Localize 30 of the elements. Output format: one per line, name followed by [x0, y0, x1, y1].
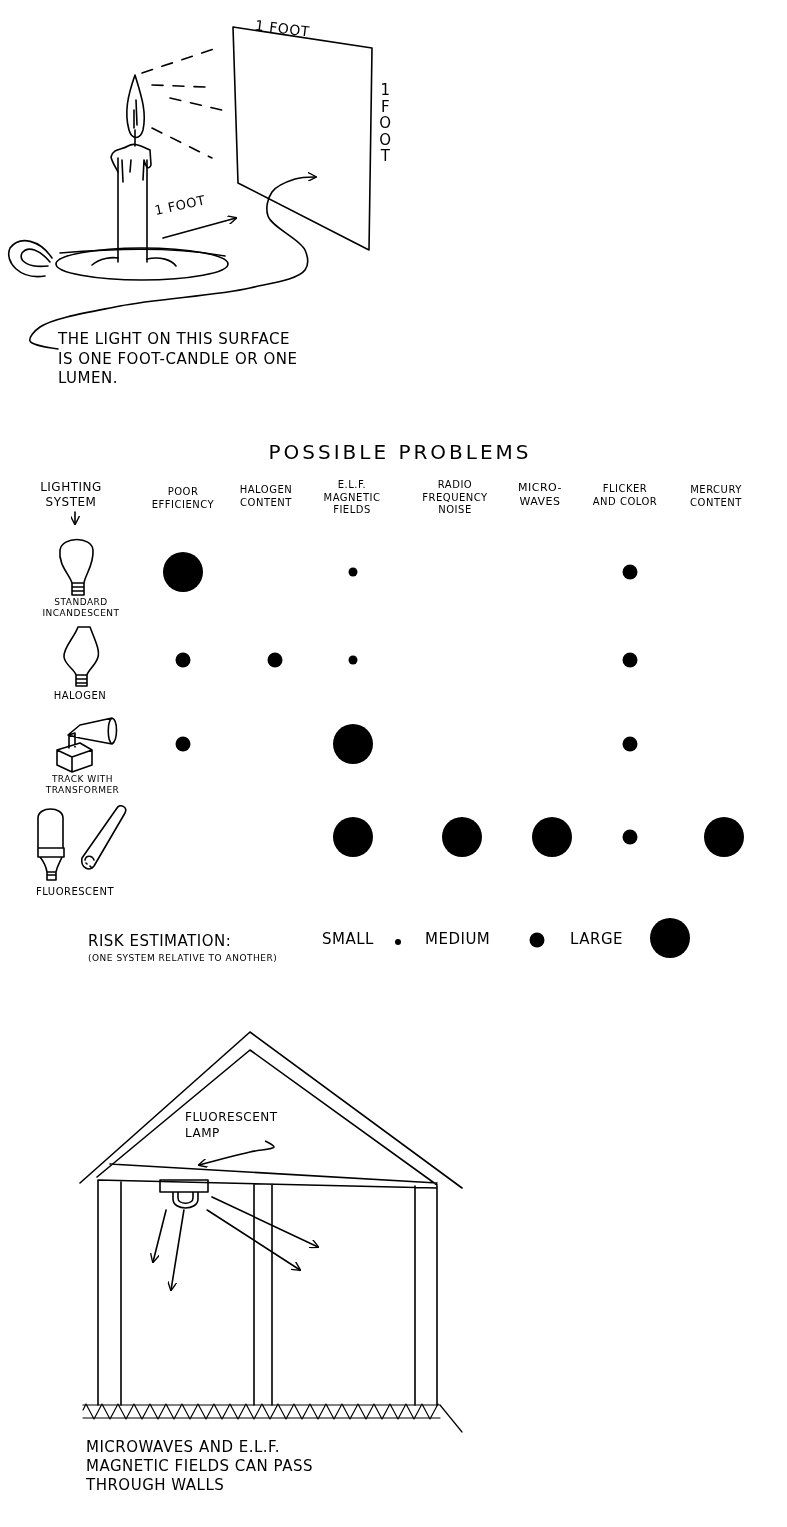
column-header: E.L.F. MAGNETIC FIELDS — [322, 479, 382, 517]
column-header: MICRO-WAVES — [517, 481, 563, 509]
legend-label: MEDIUM — [425, 930, 492, 949]
ray-arrow — [149, 1209, 167, 1264]
dimension-label: 1 FOOT — [378, 82, 393, 165]
ray-arrow — [167, 1209, 185, 1292]
row-label: STANDARD INCANDESCENT — [41, 597, 121, 620]
column-header: LIGHTING SYSTEM — [39, 480, 103, 510]
column-header: POOR EFFICIENCY — [150, 486, 216, 511]
legend-label: SMALL — [322, 930, 375, 949]
dimension-label: 1 FOOT — [153, 191, 208, 220]
ray-arrow — [211, 1196, 320, 1249]
column-header: MERCURY CONTENT — [689, 484, 743, 509]
ray-arrow — [206, 1209, 302, 1272]
heading: POSSIBLE PROBLEMS — [267, 440, 533, 465]
callout-text: THE LIGHT ON THIS SURFACE IS ONE FOOT-CANDLE OR ONE LUMEN. — [58, 330, 298, 389]
callout-text: FLUORESCENT LAMP — [185, 1110, 297, 1142]
dimension-label: 1 FOOT — [253, 17, 312, 42]
caption-text: MICROWAVES AND E.L.F. MAGNETIC FIELDS CAN PASS THROUGH WALLS — [86, 1438, 314, 1495]
row-label: HALOGEN — [52, 690, 108, 703]
legend-note: (ONE SYSTEM RELATIVE TO ANOTHER) — [88, 953, 279, 965]
leader-line — [197, 1140, 275, 1168]
leader-line — [29, 171, 318, 350]
column-header: RADIO FREQUENCY NOISE — [421, 479, 489, 517]
legend-title: RISK ESTIMATION: — [88, 932, 233, 951]
legend-label: LARGE — [570, 930, 624, 949]
column-header: HALOGEN CONTENT — [238, 484, 294, 509]
row-label: TRACK WITH TRANSFORMER — [44, 774, 121, 797]
row-label: FLUORESCENT — [35, 886, 115, 899]
column-header: FLICKER AND COLOR — [592, 483, 658, 508]
